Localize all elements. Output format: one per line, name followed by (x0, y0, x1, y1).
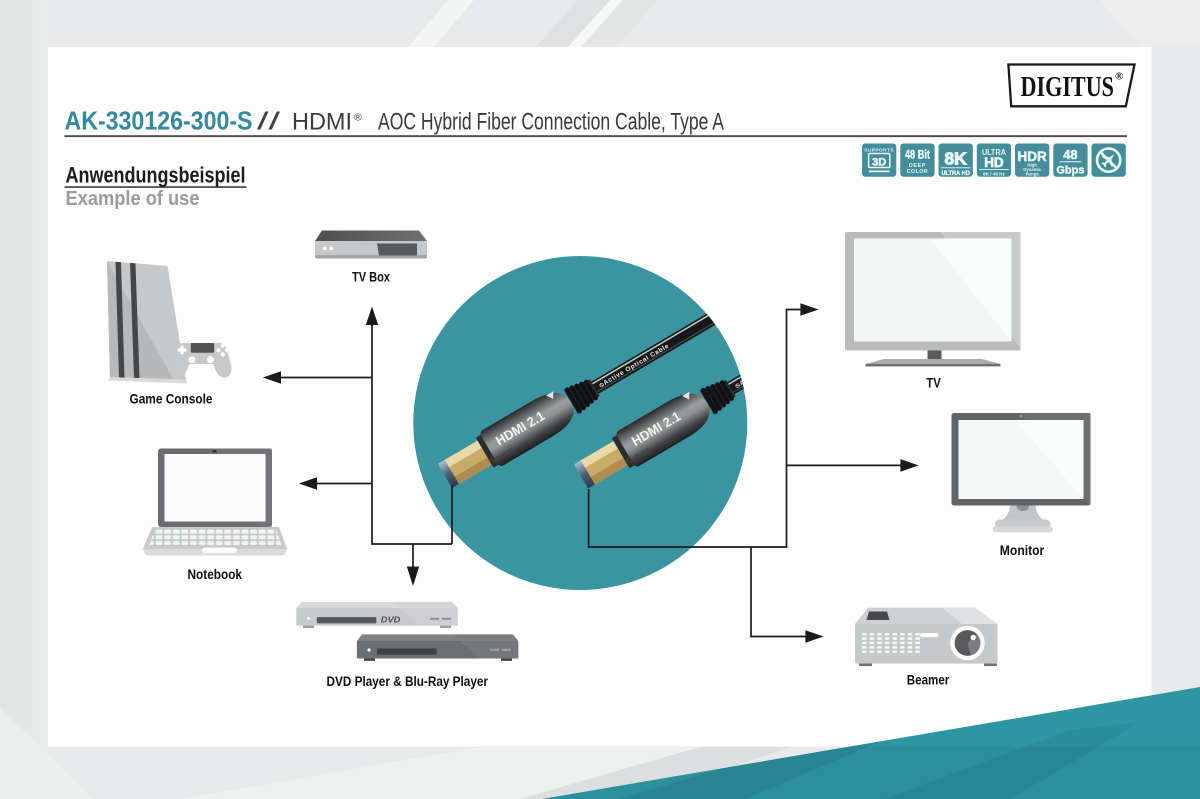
svg-text:HDR: HDR (1018, 149, 1047, 164)
svg-text:ULTRA HD: ULTRA HD (941, 170, 970, 177)
svg-text:AK-330126-300-S: AK-330126-300-S (65, 106, 253, 136)
svg-text:SUPPORTS: SUPPORTS (864, 148, 894, 154)
svg-text:Range: Range (1026, 172, 1040, 177)
svg-text:®: ® (354, 112, 362, 124)
svg-text:High: High (1027, 163, 1037, 168)
svg-text:8K / 48 Hz: 8K / 48 Hz (983, 172, 1005, 177)
svg-text://: // (257, 108, 280, 136)
svg-text:AOC Hybrid Fiber Connection Ca: AOC Hybrid Fiber Connection Cable, Type … (378, 109, 724, 136)
svg-text:8K: 8K (944, 149, 967, 169)
svg-text:TV Box: TV Box (352, 270, 390, 285)
svg-text:3D: 3D (872, 157, 886, 169)
svg-text:HD: HD (984, 155, 1004, 170)
svg-text:Dynamic: Dynamic (1023, 167, 1042, 172)
svg-text:DEEP: DEEP (909, 163, 926, 169)
svg-text:®: ® (1115, 71, 1123, 83)
svg-text:TV: TV (926, 376, 941, 391)
svg-text:HDMI: HDMI (292, 109, 352, 136)
svg-text:Example of use: Example of use (66, 188, 200, 210)
svg-text:Monitor: Monitor (1000, 543, 1045, 558)
svg-text:DVD: DVD (381, 614, 401, 624)
svg-text:Anwendungsbeispiel: Anwendungsbeispiel (66, 163, 246, 188)
svg-text:48 Bit: 48 Bit (905, 150, 930, 162)
svg-text:COLOR: COLOR (907, 169, 928, 175)
svg-text:48: 48 (1063, 147, 1077, 162)
svg-text:Gbps: Gbps (1056, 165, 1084, 177)
svg-text:Notebook: Notebook (188, 567, 243, 582)
svg-text:ULTRA: ULTRA (982, 148, 1006, 157)
svg-text:DIGITUS: DIGITUS (1021, 72, 1115, 103)
svg-text:DVD Player & Blu-Ray Player: DVD Player & Blu-Ray Player (327, 674, 489, 689)
svg-text:Beamer: Beamer (907, 673, 950, 688)
svg-text:Game Console: Game Console (130, 392, 213, 407)
